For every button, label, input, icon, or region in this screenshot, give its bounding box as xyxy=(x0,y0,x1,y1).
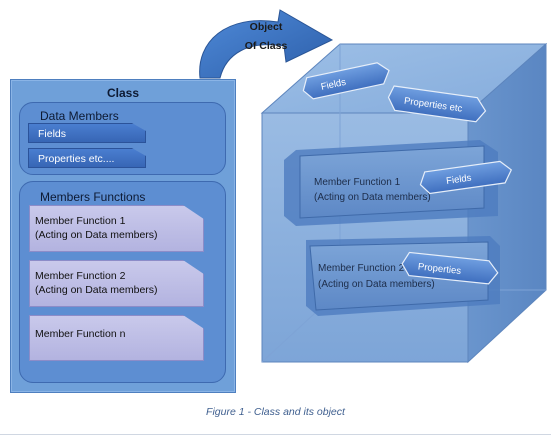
object-label-line1: Object xyxy=(249,21,283,33)
object-member-function-2-name: Member Function 2 xyxy=(318,263,405,274)
fields-chip: Fields xyxy=(28,123,146,143)
object-cube: Fields Properties etc Member Function 1 … xyxy=(260,42,547,364)
object-properties-label: Properties xyxy=(417,261,461,276)
object-member-function-1-block: Member Function 1 (Acting on Data member… xyxy=(284,140,513,226)
object-member-function-1-name: Member Function 1 xyxy=(314,177,401,188)
member-function-1-name: Member Function 1 xyxy=(35,215,126,227)
object-label-line2: Of Class xyxy=(244,40,288,52)
class-panel: Class Data Members Fields Properties etc… xyxy=(10,79,236,393)
object-fields-chip: Fields xyxy=(419,160,513,195)
member-function-n-card: Member Function n xyxy=(29,315,204,361)
member-function-1-card: Member Function 1 (Acting on Data member… xyxy=(29,205,204,252)
member-function-2-name: Member Function 2 xyxy=(35,270,126,282)
properties-chip: Properties etc.... xyxy=(28,148,146,168)
floating-properties-chip: Properties etc xyxy=(387,85,487,123)
member-functions-title: Members Functions xyxy=(40,190,146,204)
floating-fields-chip: Fields xyxy=(302,62,390,100)
floating-fields-label: Fields xyxy=(320,77,347,93)
data-members-title: Data Members xyxy=(40,109,119,123)
bottom-divider xyxy=(0,434,551,435)
member-function-2-card: Member Function 2 (Acting on Data member… xyxy=(29,260,204,307)
member-functions-section: Members Functions Member Function 1 (Act… xyxy=(19,181,226,383)
object-member-function-2-note: (Acting on Data members) xyxy=(318,279,435,290)
object-member-function-1-note: (Acting on Data members) xyxy=(314,192,431,203)
object-fields-label: Fields xyxy=(446,173,473,187)
class-title: Class xyxy=(106,86,140,100)
member-function-n-name: Member Function n xyxy=(35,328,126,340)
object-of-class-label: Object Of Class xyxy=(240,18,292,56)
member-function-1-note: (Acting on Data members) xyxy=(35,229,158,241)
figure-caption: Figure 1 - Class and its object xyxy=(206,406,345,418)
member-function-2-note: (Acting on Data members) xyxy=(35,284,158,296)
object-member-function-2-block: Member Function 2 (Acting on Data member… xyxy=(306,236,500,316)
data-members-section: Data Members Fields Properties etc.... xyxy=(19,102,226,175)
object-properties-chip: Properties xyxy=(401,251,499,285)
curved-arrow-icon xyxy=(199,9,334,79)
